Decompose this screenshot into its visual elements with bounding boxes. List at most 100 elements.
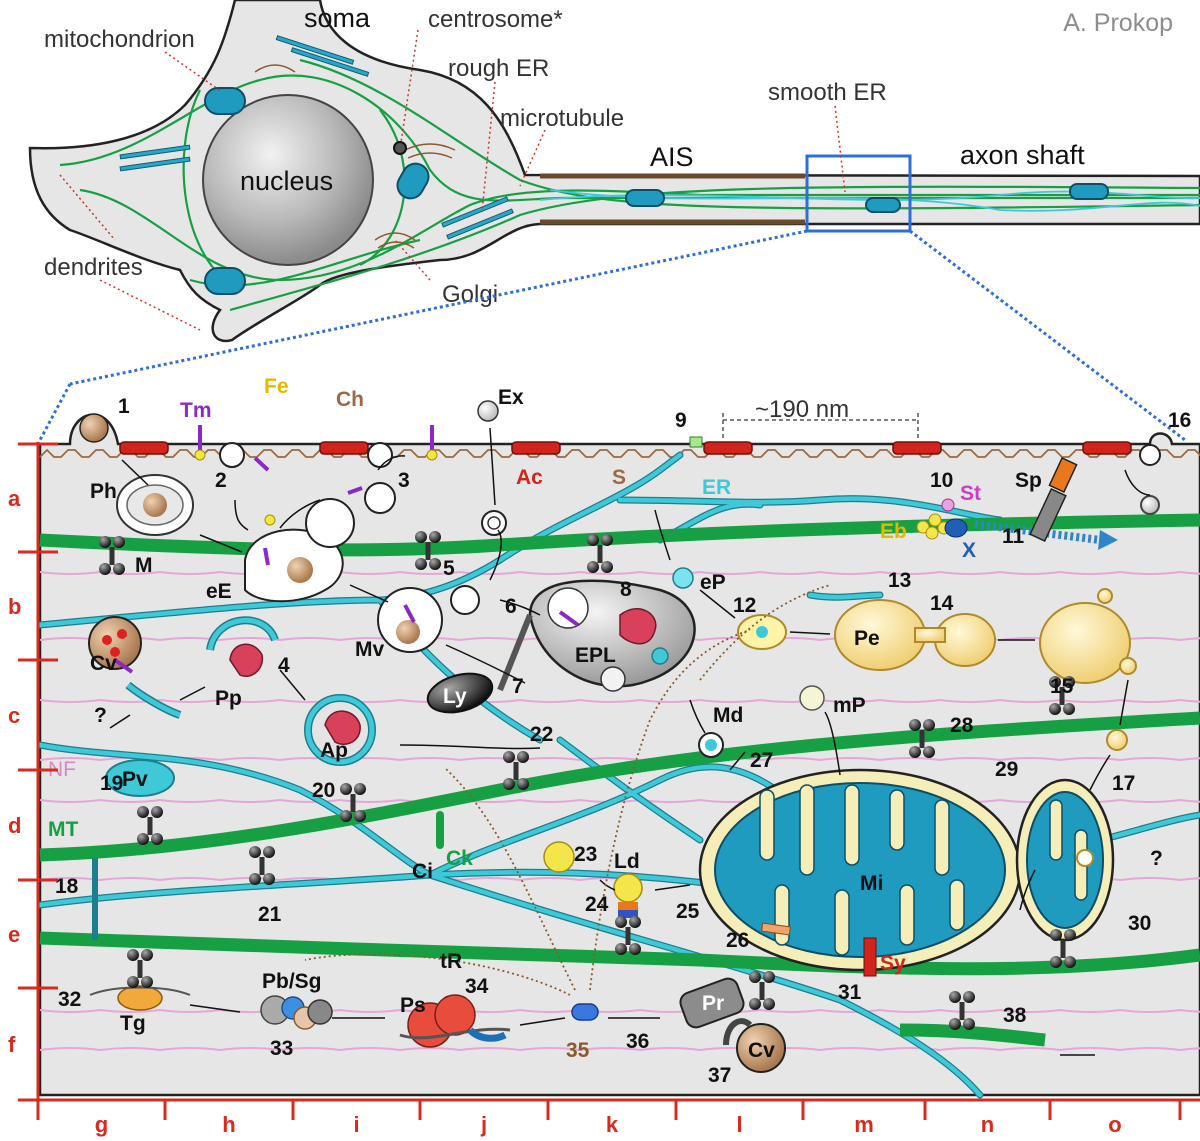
column-label-k: k	[606, 1112, 619, 1137]
scale-bar	[722, 413, 919, 440]
process-number-25: 25	[676, 900, 700, 923]
label-pp: Pp	[215, 687, 242, 710]
label-ac: Ac	[516, 466, 543, 489]
vesicles	[79, 400, 1161, 903]
smooth-er-label: smooth ER	[768, 79, 887, 106]
row-label-d: d	[8, 813, 21, 838]
process-number-31: 31	[838, 981, 862, 1004]
soma-label: soma	[304, 3, 371, 33]
process-number-36: 36	[626, 1030, 649, 1053]
label-ci: Ci	[412, 860, 433, 883]
column-label-h: h	[222, 1112, 235, 1137]
process-number-38: 38	[1003, 1004, 1027, 1027]
label-pv: Pv	[122, 768, 148, 791]
overview-rough-er	[119, 35, 514, 240]
dendrites-label: dendrites	[44, 254, 143, 281]
process-number-5: 5	[443, 557, 455, 580]
label-mi: Mi	[860, 872, 883, 895]
process-number-21: 21	[258, 903, 282, 926]
column-label-m: m	[854, 1112, 874, 1137]
label-tm: Tm	[180, 399, 212, 422]
label-nf: NF	[48, 758, 76, 781]
process-number-27: 27	[750, 749, 773, 772]
process-number-34: 34	[465, 975, 489, 998]
label-q1: ?	[94, 704, 107, 727]
label-q2: ?	[1150, 847, 1163, 870]
process-number-3: 3	[398, 469, 410, 492]
label-sp: Sp	[1015, 469, 1042, 492]
label-ly: Ly	[443, 685, 467, 708]
flow-arrows	[109, 427, 1151, 1056]
process-number-14: 14	[930, 592, 954, 615]
label-ck: Ck	[446, 847, 473, 870]
neurofilament-strand	[39, 570, 1200, 575]
label-sy: Sy	[880, 952, 906, 975]
label-fe: Fe	[264, 375, 289, 398]
process-number-35: 35	[566, 1039, 590, 1062]
process-number-1: 1	[118, 395, 130, 418]
column-label-j: j	[480, 1112, 487, 1137]
label-epl: EPL	[575, 644, 616, 667]
process-number-17: 17	[1112, 772, 1135, 795]
column-label-o: o	[1108, 1112, 1121, 1137]
column-label-l: l	[736, 1112, 742, 1137]
process-number-16: 16	[1168, 409, 1191, 432]
scale-bar-label: ~190 nm	[755, 396, 849, 423]
label-m: M	[135, 554, 153, 577]
eb-x-cluster	[916, 498, 968, 540]
row-label-a: a	[8, 486, 21, 511]
label-cv2: Cv	[748, 1039, 775, 1062]
process-number-9: 9	[675, 409, 687, 432]
process-number-4: 4	[278, 654, 290, 677]
process-number-20: 20	[312, 779, 335, 802]
centrosome-label: centrosome*	[428, 6, 563, 33]
axon-detail-panel: ~190 nm Fe Tm Ch Ex Ac S ER Ph St Sp Eb …	[36, 375, 1200, 1099]
row-label-c: c	[8, 703, 20, 728]
process-number-12: 12	[733, 594, 756, 617]
golgi-label: Golgi	[442, 281, 498, 308]
process-number-22: 22	[530, 723, 553, 746]
cargo-ap	[324, 710, 361, 746]
ais-label: AIS	[650, 142, 694, 172]
nucleus	[202, 94, 374, 266]
dotted-paths	[304, 584, 831, 996]
process-number-2: 2	[215, 469, 227, 492]
row-label-f: f	[8, 1032, 16, 1057]
column-label-i: i	[353, 1112, 359, 1137]
row-label-e: e	[8, 922, 20, 947]
label-pe: Pe	[854, 627, 880, 650]
overview-pointers	[59, 29, 846, 331]
process-number-30: 30	[1128, 912, 1151, 935]
neurofilament-strand	[39, 698, 1200, 703]
process-number-15: 15	[1050, 675, 1074, 698]
neuron-overview: soma centrosome* mitochondrion rough ER …	[28, 0, 1200, 343]
process-number-11: 11	[1002, 525, 1025, 548]
cd-stars	[194, 449, 438, 526]
label-ep: eP	[700, 571, 726, 594]
lysosome-ly	[426, 672, 494, 714]
ribosome-cluster	[399, 994, 511, 1048]
label-x: X	[962, 539, 976, 562]
proteasome-pr	[679, 977, 786, 1073]
label-md: Md	[713, 704, 743, 727]
label-ld: Ld	[614, 850, 640, 873]
label-tr: tR	[440, 950, 462, 973]
axon-shaft-label: axon shaft	[960, 140, 1085, 170]
column-label-n: n	[981, 1112, 994, 1137]
cargo-pp	[229, 643, 264, 677]
label-ph: Ph	[90, 480, 117, 503]
overview-smooth-er	[539, 189, 1200, 212]
process-number-29: 29	[995, 758, 1018, 781]
label-st: St	[960, 482, 981, 505]
mitochondrion-label: mitochondrion	[44, 26, 195, 53]
label-s: S	[612, 466, 626, 489]
tg	[89, 985, 191, 1011]
label-ee: eE	[206, 580, 232, 603]
process-number-26: 26	[726, 929, 749, 952]
zoom-box	[805, 154, 912, 233]
process-number-18: 18	[55, 875, 79, 898]
process-number-6: 6	[505, 595, 517, 618]
nucleus-label: nucleus	[240, 166, 333, 196]
